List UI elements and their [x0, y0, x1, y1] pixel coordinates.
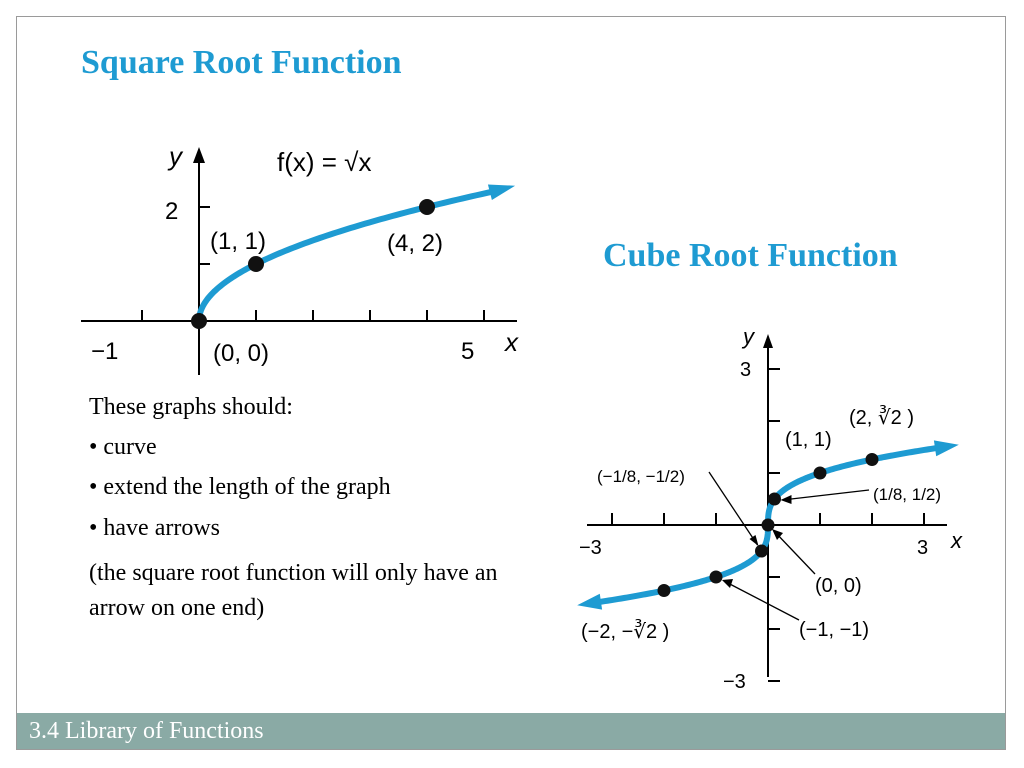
point-label: (0, 0)	[213, 340, 269, 367]
sqrt-curve-arrow	[487, 184, 516, 200]
data-point	[755, 544, 768, 558]
y-axis-label: y	[741, 324, 756, 349]
cube-root-chart: y x −3 3 3 −3 (1, 1) (2, ∛2 ) (0, 0) (−1, −1) (−2,…	[577, 324, 963, 693]
y-axis-arrow	[763, 334, 773, 348]
x-tick-label: 3	[917, 537, 928, 559]
leader-line	[708, 471, 759, 546]
notes-remark: (the square root function will only have…	[89, 559, 498, 621]
data-point	[419, 199, 435, 215]
square-root-title: Square Root Function	[81, 44, 402, 81]
footer: 3.4 Library of Functions	[17, 713, 1005, 749]
x-tick-label: −1	[91, 338, 118, 365]
leader-line	[773, 530, 816, 575]
data-point	[248, 256, 264, 272]
point-label: (1, 1)	[785, 429, 832, 451]
square-root-chart: y x −1 5 2 (0, 0) (1, 1) (4, 2) f(x) = √x	[81, 141, 519, 375]
leader-arrow	[749, 535, 759, 546]
point-label: (−1, −1)	[799, 619, 869, 641]
data-point	[865, 452, 879, 466]
leader-arrow	[722, 579, 733, 588]
point-label: (1, 1)	[210, 228, 266, 255]
data-point	[709, 570, 723, 584]
slide: Square Root Function Cube Root Function …	[16, 16, 1006, 750]
point-label: (−1/8, −1/2)	[597, 467, 685, 486]
point-label: (4, 2)	[387, 230, 443, 257]
x-axis-label: x	[503, 327, 519, 357]
y-tick-label: 2	[165, 198, 178, 225]
data-point	[761, 518, 775, 532]
y-axis-arrow	[193, 147, 205, 163]
y-axis-label: y	[167, 141, 184, 171]
data-point	[657, 584, 671, 598]
bullet-extend: • extend the length of the graph	[89, 474, 391, 501]
notes-intro: These graphs should:	[89, 394, 293, 420]
cbrt-curve-arrow-left	[577, 593, 603, 610]
data-point	[813, 466, 827, 480]
leader-arrow	[780, 495, 792, 504]
function-label: f(x) = √x	[277, 147, 371, 177]
cube-root-title: Cube Root Function	[603, 237, 898, 274]
notes: These graphs should: • curve • extend th…	[89, 394, 509, 640]
data-point	[768, 492, 781, 506]
bullet-curve: • curve	[89, 434, 157, 461]
leader-line	[723, 580, 800, 621]
x-tick-label: 5	[461, 338, 474, 365]
y-tick-label: 3	[740, 359, 751, 381]
x-axis-label: x	[950, 528, 963, 553]
point-label: (0, 0)	[815, 575, 862, 597]
leader-arrow	[772, 529, 783, 540]
cbrt-curve-arrow-right	[933, 440, 959, 457]
data-point	[191, 313, 207, 329]
y-tick-label: −3	[723, 671, 746, 693]
sqrt-curve	[196, 186, 505, 324]
bullet-arrows: • have arrows	[89, 514, 221, 541]
point-label: (1/8, 1/2)	[873, 485, 941, 504]
leader-line	[782, 489, 870, 501]
point-label: (−2, −∛2 )	[581, 619, 669, 643]
point-label: (2, ∛2 )	[849, 405, 914, 429]
x-tick-label: −3	[579, 537, 602, 559]
